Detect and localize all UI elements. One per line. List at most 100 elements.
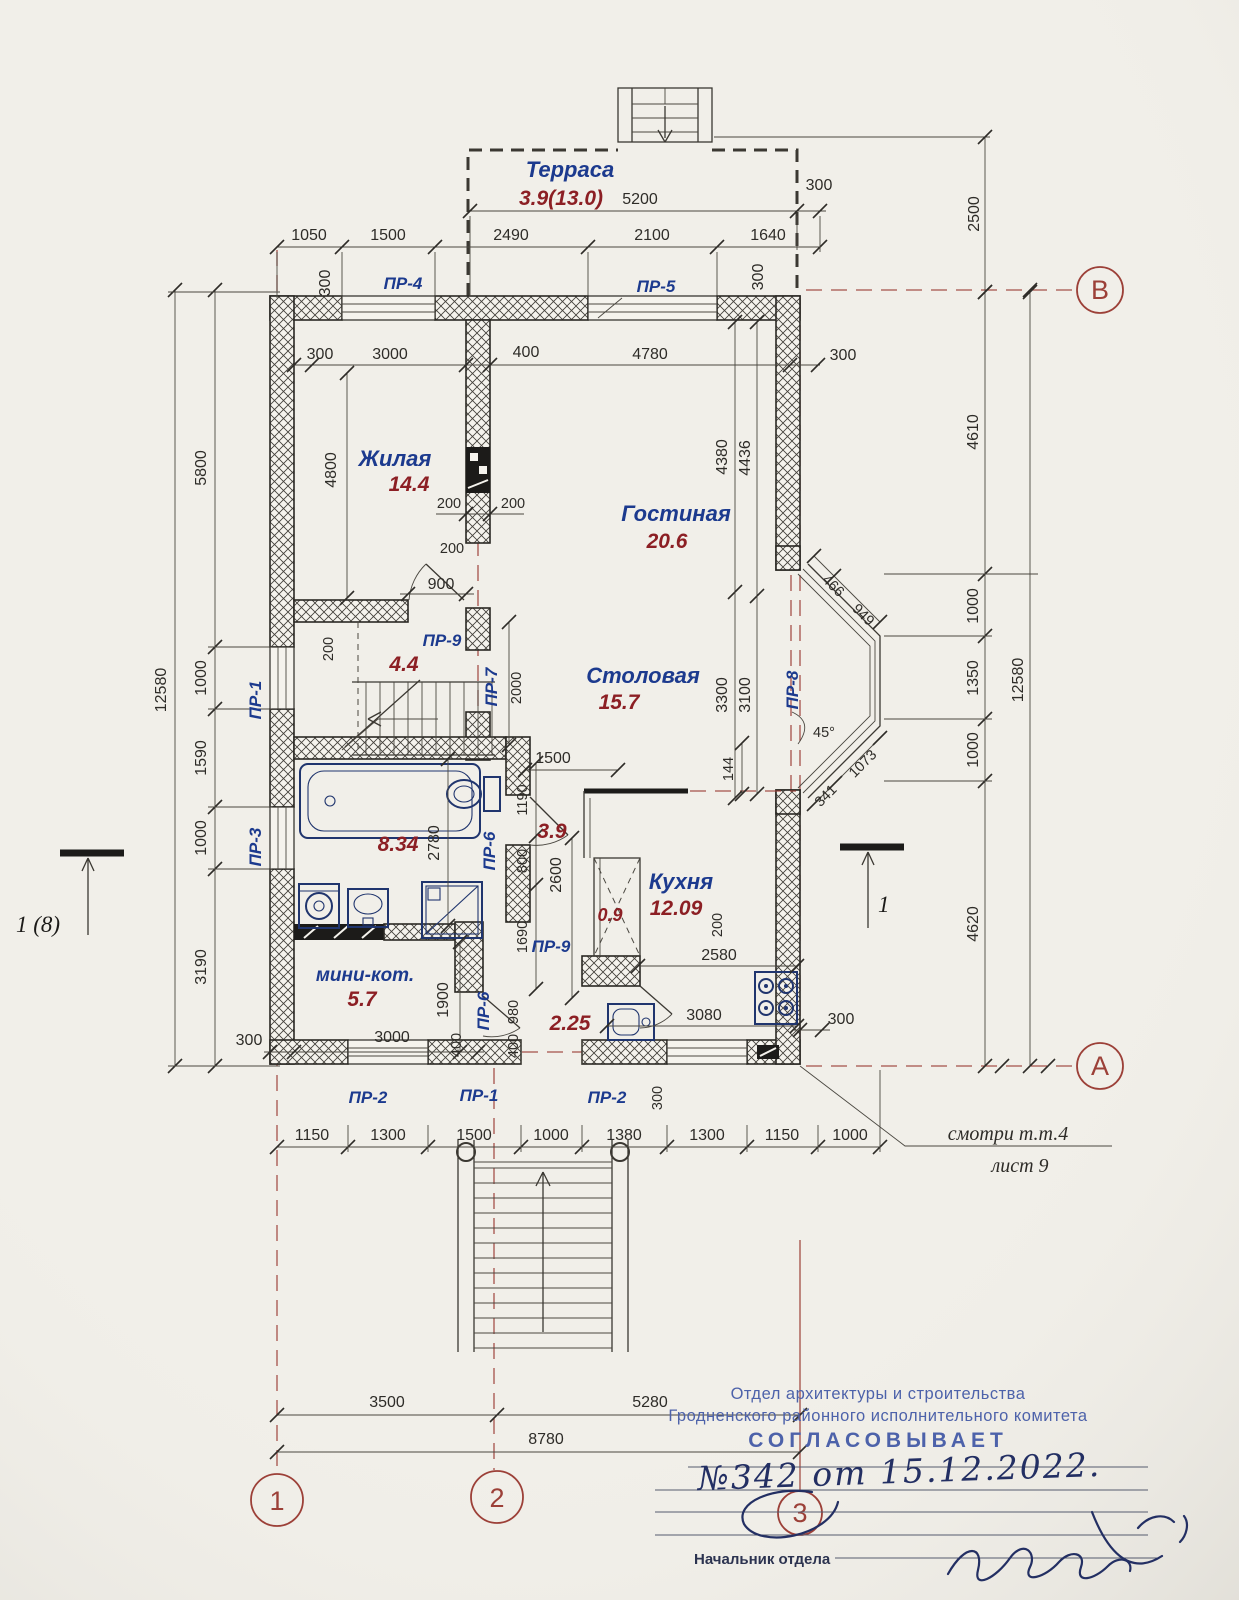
- label-pr9-hall: ПР-9: [423, 631, 462, 650]
- axis-1: 1: [269, 1486, 284, 1516]
- area-dining: 15.7: [599, 691, 641, 714]
- dim-900: 900: [428, 576, 455, 593]
- dim-400bot: 400: [449, 1033, 465, 1057]
- area-living: 14.4: [389, 473, 430, 496]
- dim-4436: 4436: [737, 440, 754, 476]
- dim-2600: 2600: [548, 857, 565, 893]
- label-pr6-boiler: ПР-6: [474, 991, 493, 1030]
- pantry-closet: [593, 857, 641, 957]
- area-entry: 2.25: [549, 1012, 591, 1035]
- interior-stairs: [341, 622, 495, 756]
- exterior-windows: [269, 295, 779, 1065]
- dim-2780: 2780: [426, 825, 443, 861]
- label-pr1-left: ПР-1: [246, 681, 265, 720]
- axis-2: 2: [489, 1483, 504, 1513]
- dim-2100: 2100: [634, 227, 670, 244]
- dim-b1000b: 1000: [832, 1127, 868, 1144]
- dim-300-pr4: 300: [317, 270, 334, 297]
- reference-note: смотри т.т.4 лист 9: [948, 1123, 1068, 1177]
- stairs-up-arrow-icon: [341, 711, 438, 751]
- room-boiler: мини-кот.: [316, 965, 414, 986]
- section-label-right: 1: [878, 892, 890, 917]
- dim-1050: 1050: [291, 227, 327, 244]
- dim-2000: 2000: [509, 672, 525, 704]
- dim-terr-300: 300: [806, 177, 833, 194]
- shower-icon: [421, 881, 483, 939]
- dim-3100: 3100: [737, 677, 754, 713]
- bathroom-fixtures: [298, 763, 501, 939]
- dim-4380: 4380: [714, 439, 731, 475]
- exterior-walls: [269, 295, 801, 1065]
- door-pr1-bottom: [520, 1040, 583, 1064]
- dim-b1500: 1500: [456, 1127, 492, 1144]
- stove-icon: [754, 971, 798, 1025]
- axis-b: В: [1091, 275, 1109, 305]
- kitchen-sink-icon: [607, 1003, 655, 1041]
- bay-window: [797, 563, 881, 799]
- door-pr9-kitchen: [639, 985, 673, 1029]
- dim-1350: 1350: [965, 660, 982, 696]
- label-pr4: ПР-4: [384, 274, 423, 293]
- dim-left-300: 300: [236, 1032, 263, 1049]
- label-pr5: ПР-5: [637, 277, 676, 296]
- dim-b1150a: 1150: [295, 1127, 330, 1144]
- dim-in300l: 300: [307, 346, 334, 363]
- label-pr7: ПР-7: [482, 666, 501, 706]
- washing-machine-icon: [298, 883, 340, 929]
- dim-4800: 4800: [323, 452, 340, 488]
- vent-block-icon: [757, 1045, 779, 1059]
- dim-45deg: 45°: [813, 725, 835, 741]
- label-pr2-bottom-left: ПР-2: [349, 1088, 388, 1107]
- dim-r1000a: 1000: [965, 588, 982, 624]
- window-pr4: [341, 295, 436, 321]
- dim-1500b: 1500: [535, 750, 571, 767]
- dim-3500: 3500: [369, 1394, 405, 1411]
- dim-2490: 2490: [493, 227, 529, 244]
- room-lounge: Гостиная: [621, 501, 731, 526]
- dim-300mid: 300: [650, 1086, 666, 1110]
- dim-200a: 200: [437, 496, 461, 512]
- room-living: Жилая: [358, 446, 432, 471]
- dim-k200: 200: [710, 913, 726, 937]
- room-labels: Терраса 3.9(13.0) Жилая 14.4 Гостиная 20…: [316, 157, 731, 1035]
- axis-3: 3: [792, 1498, 807, 1528]
- dim-200c: 200: [440, 541, 464, 557]
- dim-5280: 5280: [632, 1394, 668, 1411]
- room-kitchen: Кухня: [649, 869, 713, 894]
- stamp-org-line1: Отдел архитектуры и строительства: [731, 1385, 1026, 1403]
- dim-4620: 4620: [965, 906, 982, 942]
- dim-1690: 1690: [515, 921, 531, 953]
- note-line2: лист 9: [990, 1155, 1048, 1177]
- area-hall: 4.4: [388, 653, 419, 676]
- section-label-left: 1 (8): [16, 912, 60, 937]
- dim-5800: 5800: [193, 450, 210, 486]
- dim-2500: 2500: [966, 196, 983, 232]
- area-corridor: 3.9: [537, 820, 567, 843]
- area-terrace: 3.9(13.0): [519, 187, 603, 210]
- area-pantry: 0.9: [597, 905, 622, 925]
- sink-icon: [347, 888, 389, 928]
- section-marker-left: 1 (8): [16, 849, 124, 937]
- dim-in3000: 3000: [372, 346, 408, 363]
- bathtub-icon: [299, 763, 481, 839]
- label-pr3-left: ПР-3: [246, 827, 265, 866]
- dim-3000b: 3000: [374, 1029, 410, 1046]
- area-lounge: 20.6: [646, 530, 688, 553]
- porch-up-arrow-icon: [535, 1171, 551, 1332]
- dim-right-12580: 12580: [1010, 658, 1027, 703]
- dim-left-12580: 12580: [153, 668, 170, 713]
- dim-l1000b: 1000: [193, 820, 210, 856]
- window-pr2-bottom-right: [666, 1039, 748, 1065]
- axis-bubbles: В А 1 2 3: [250, 266, 1124, 1536]
- dim-in300r: 300: [830, 347, 857, 364]
- terrace-stairs: [617, 87, 713, 143]
- label-pr6-bath: ПР-6: [480, 831, 499, 870]
- stairs-down-arrow-icon: [657, 106, 673, 143]
- section-marker-right: 1: [840, 843, 904, 928]
- note-line1: смотри т.т.4: [948, 1123, 1068, 1145]
- toilet-icon: [446, 776, 501, 812]
- door-pr6-boiler: [482, 995, 521, 1038]
- dim-8780: 8780: [528, 1431, 564, 1448]
- label-pr8: ПР-8: [783, 670, 802, 709]
